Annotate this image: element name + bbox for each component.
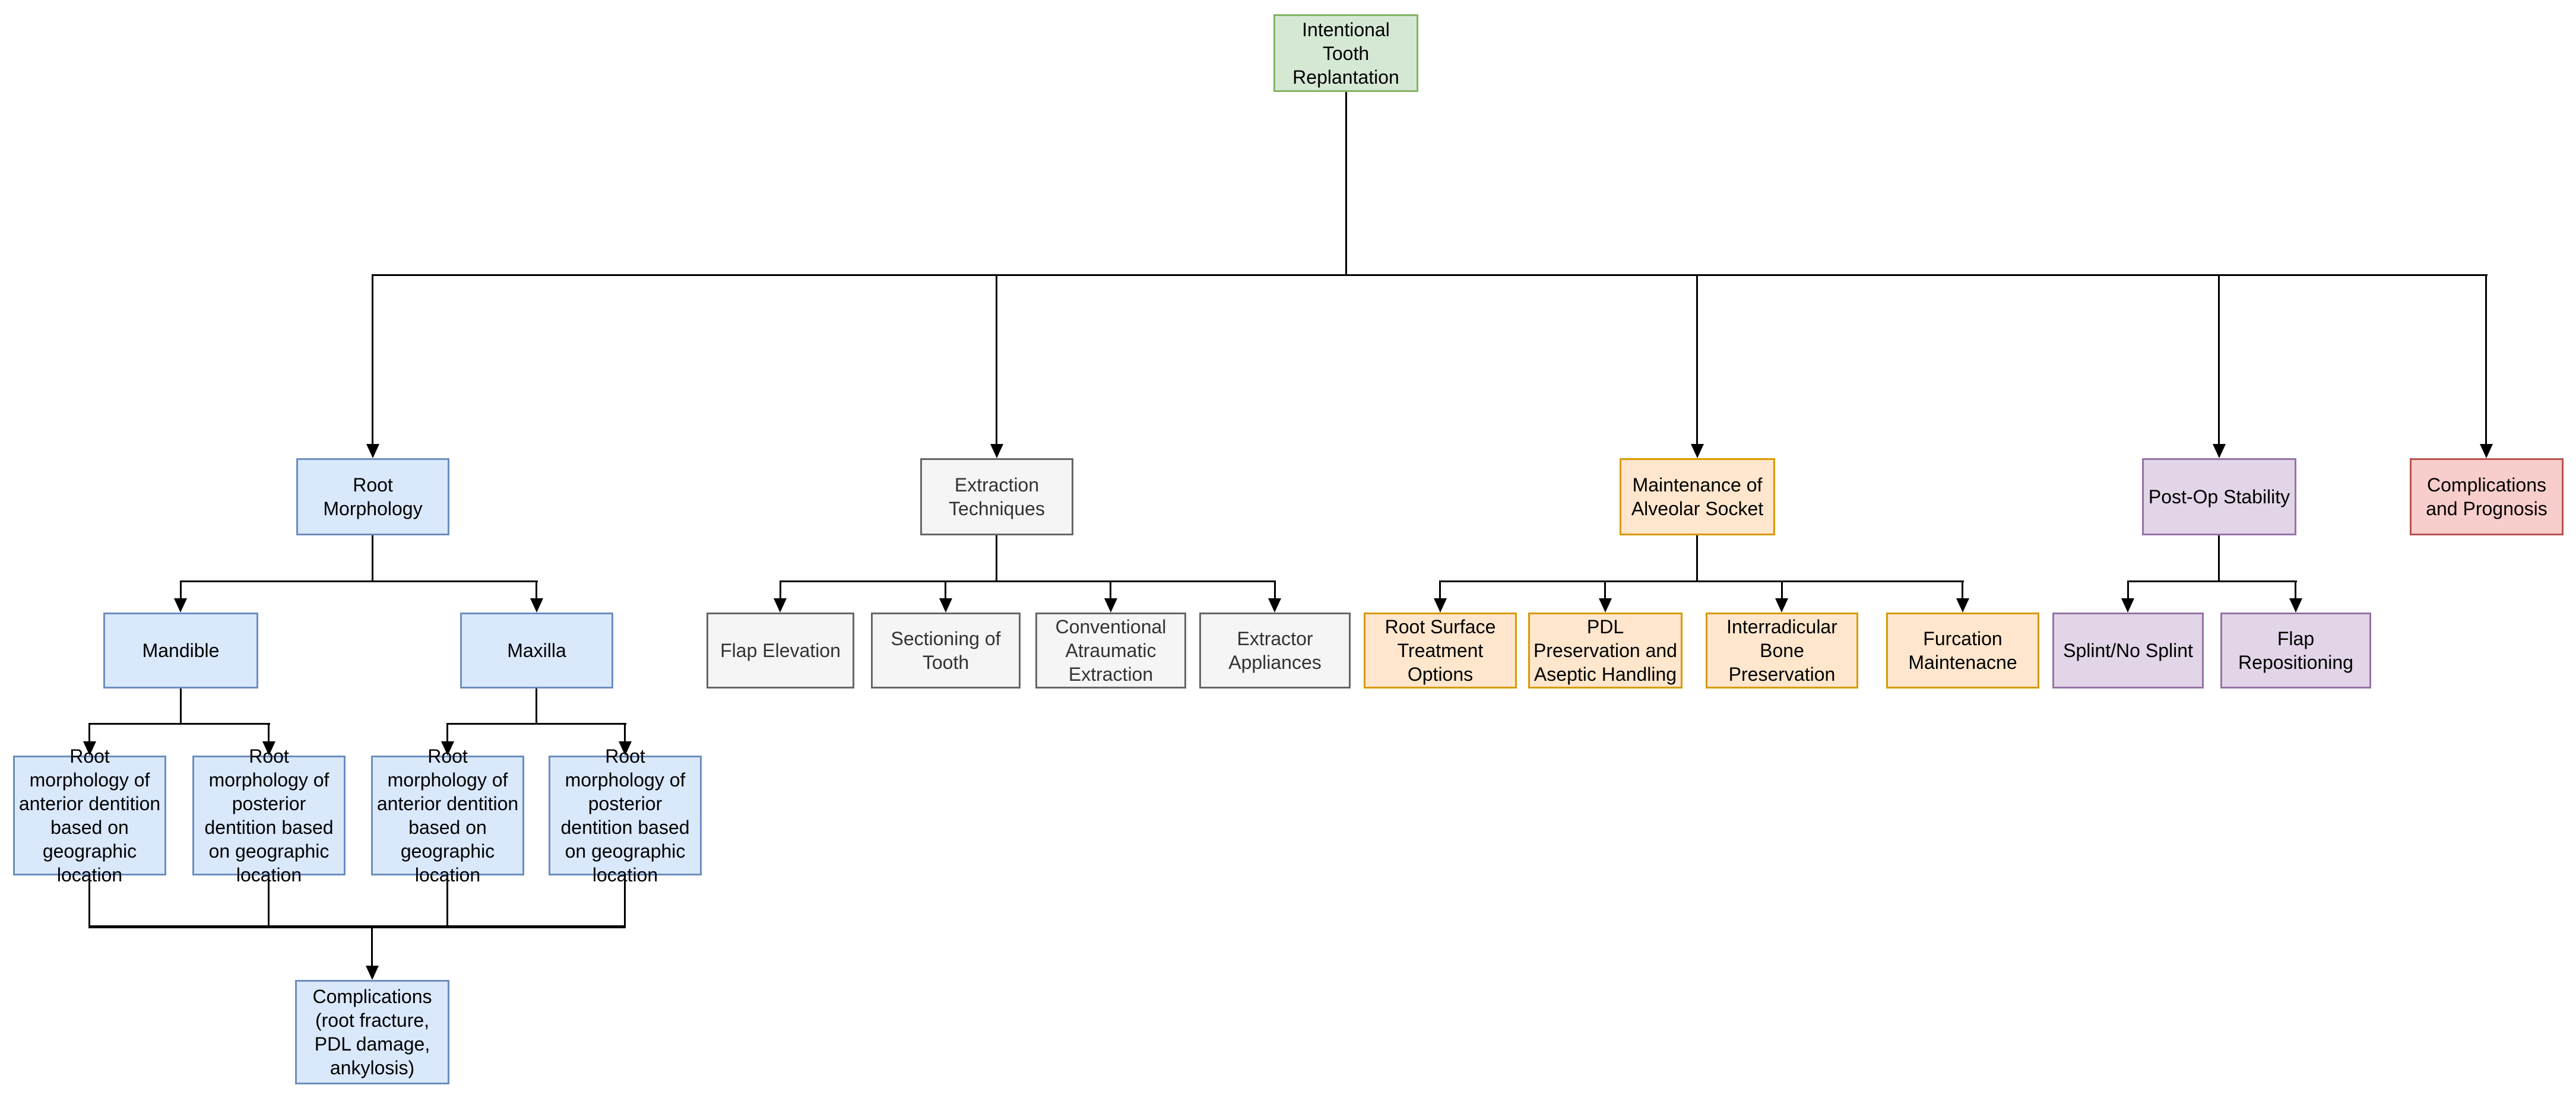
connector-drop-root-morphology xyxy=(372,274,373,444)
arrowhead-maintenance xyxy=(1691,444,1704,458)
connector-drop-maintenance xyxy=(1696,274,1698,444)
connector-root-trunk xyxy=(1345,92,1347,275)
node-maintenance-of-alveolar-socket: Maintenance of Alveolar Socket xyxy=(1620,458,1775,535)
connector-pos-bus xyxy=(2128,580,2297,582)
node-flap-repositioning: Flap Repositioning xyxy=(2220,613,2371,688)
connector-merge-v2 xyxy=(268,875,270,928)
connector-drop-post-op xyxy=(2218,274,2220,444)
node-intentional-tooth-replantation: Intentional Tooth Replantation xyxy=(1273,14,1418,92)
arrowhead-flap-repositioning xyxy=(2289,598,2302,613)
connector-drop-flap-repositioning xyxy=(2295,580,2296,598)
node-extractor-appliances: Extractor Appliances xyxy=(1199,613,1351,688)
connector-drop-max-anterior xyxy=(446,723,448,741)
node-interradicular-bone-preservation: Interradicular Bone Preservation xyxy=(1706,613,1858,688)
connector-drop-maxilla xyxy=(536,580,537,598)
node-root-surface-treatment-options: Root Surface Treatment Options xyxy=(1364,613,1517,688)
arrowhead-flap-elevation xyxy=(774,598,787,613)
node-maxilla-anterior-root-morphology: Root morphology of anterior dentition ba… xyxy=(371,745,524,886)
connector-drop-flap-elevation xyxy=(780,580,781,598)
connector-mandible-bus xyxy=(90,723,270,725)
connector-drop-extractor xyxy=(1274,580,1276,598)
arrowhead-furcation xyxy=(1956,598,1969,613)
connector-drop-max-posterior xyxy=(624,723,626,741)
arrowhead-root-surface xyxy=(1434,598,1447,613)
connector-mandible-stem xyxy=(180,688,182,723)
node-extraction-techniques: Extraction Techniques xyxy=(920,458,1073,535)
connector-drop-mand-anterior xyxy=(88,723,90,741)
arrowhead-maxilla xyxy=(530,598,543,613)
arrowhead-mand-posterior xyxy=(262,741,275,756)
arrowhead-pdl xyxy=(1599,598,1612,613)
arrowhead-extraction xyxy=(990,444,1003,458)
arrowhead-splint xyxy=(2121,598,2134,613)
connector-drop-conventional xyxy=(1110,580,1111,598)
arrowhead-sectioning xyxy=(939,598,952,613)
connector-merge-v3 xyxy=(446,875,448,928)
connector-drop-mandible xyxy=(180,580,182,598)
connector-mas-bus xyxy=(1440,580,1964,582)
arrowhead-mandible xyxy=(174,598,187,613)
connector-rm-bus xyxy=(180,580,538,582)
node-root-morphology: Root Morphology xyxy=(296,458,449,535)
connector-merge-v1 xyxy=(88,875,90,928)
connector-level1-bus xyxy=(372,274,2488,276)
node-furcation-maintenance: Furcation Maintenacne xyxy=(1886,613,2039,688)
connector-drop-complications-block xyxy=(371,928,373,966)
connector-merge-v4 xyxy=(624,875,626,928)
node-maxilla: Maxilla xyxy=(460,613,613,688)
connector-drop-extraction xyxy=(996,274,997,444)
node-post-op-stability: Post-Op Stability xyxy=(2142,458,2296,535)
connector-et-stem xyxy=(996,535,997,580)
connector-rm-stem xyxy=(372,535,373,580)
node-sectioning-of-tooth: Sectioning of Tooth xyxy=(871,613,1021,688)
node-complications-block: Complications (root fracture, PDL damage… xyxy=(295,980,449,1084)
arrowhead-complications-block xyxy=(366,966,379,980)
connector-mas-stem xyxy=(1696,535,1698,580)
connector-drop-interradicular xyxy=(1781,580,1783,598)
connector-maxilla-bus xyxy=(448,723,626,725)
connector-et-bus xyxy=(780,580,1276,582)
arrowhead-extractor xyxy=(1268,598,1281,613)
node-mandible-posterior-root-morphology: Root morphology of posterior dentition b… xyxy=(192,745,346,886)
connector-drop-complications-prognosis xyxy=(2485,274,2487,444)
node-complications-and-prognosis: Complications and Prognosis xyxy=(2410,458,2564,535)
arrowhead-root-morphology xyxy=(366,444,379,458)
node-flap-elevation: Flap Elevation xyxy=(706,613,854,688)
connector-maxilla-stem xyxy=(536,688,537,723)
node-splint-no-splint: Splint/No Splint xyxy=(2052,613,2204,688)
connector-drop-mand-posterior xyxy=(268,723,270,741)
arrowhead-max-posterior xyxy=(619,741,632,756)
node-maxilla-posterior-root-morphology: Root morphology of posterior dentition b… xyxy=(549,745,702,886)
node-mandible: Mandible xyxy=(103,613,258,688)
connector-drop-furcation xyxy=(1962,580,1963,598)
arrowhead-mand-anterior xyxy=(83,741,96,756)
connector-merge-bus xyxy=(88,925,626,928)
connector-pos-stem xyxy=(2218,535,2220,580)
arrowhead-complications-prognosis xyxy=(2480,444,2493,458)
arrowhead-post-op xyxy=(2213,444,2226,458)
connector-drop-sectioning xyxy=(945,580,946,598)
connector-drop-pdl xyxy=(1604,580,1606,598)
arrowhead-max-anterior xyxy=(441,741,454,756)
node-pdl-preservation-aseptic-handling: PDL Preservation and Aseptic Handling xyxy=(1528,613,1683,688)
arrowhead-conventional xyxy=(1104,598,1117,613)
arrowhead-interradicular xyxy=(1775,598,1788,613)
node-mandible-anterior-root-morphology: Root morphology of anterior dentition ba… xyxy=(13,745,166,886)
connector-drop-root-surface xyxy=(1439,580,1441,598)
connector-drop-splint xyxy=(2127,580,2129,598)
node-conventional-atraumatic-extraction: Conventional Atraumatic Extraction xyxy=(1035,613,1186,688)
